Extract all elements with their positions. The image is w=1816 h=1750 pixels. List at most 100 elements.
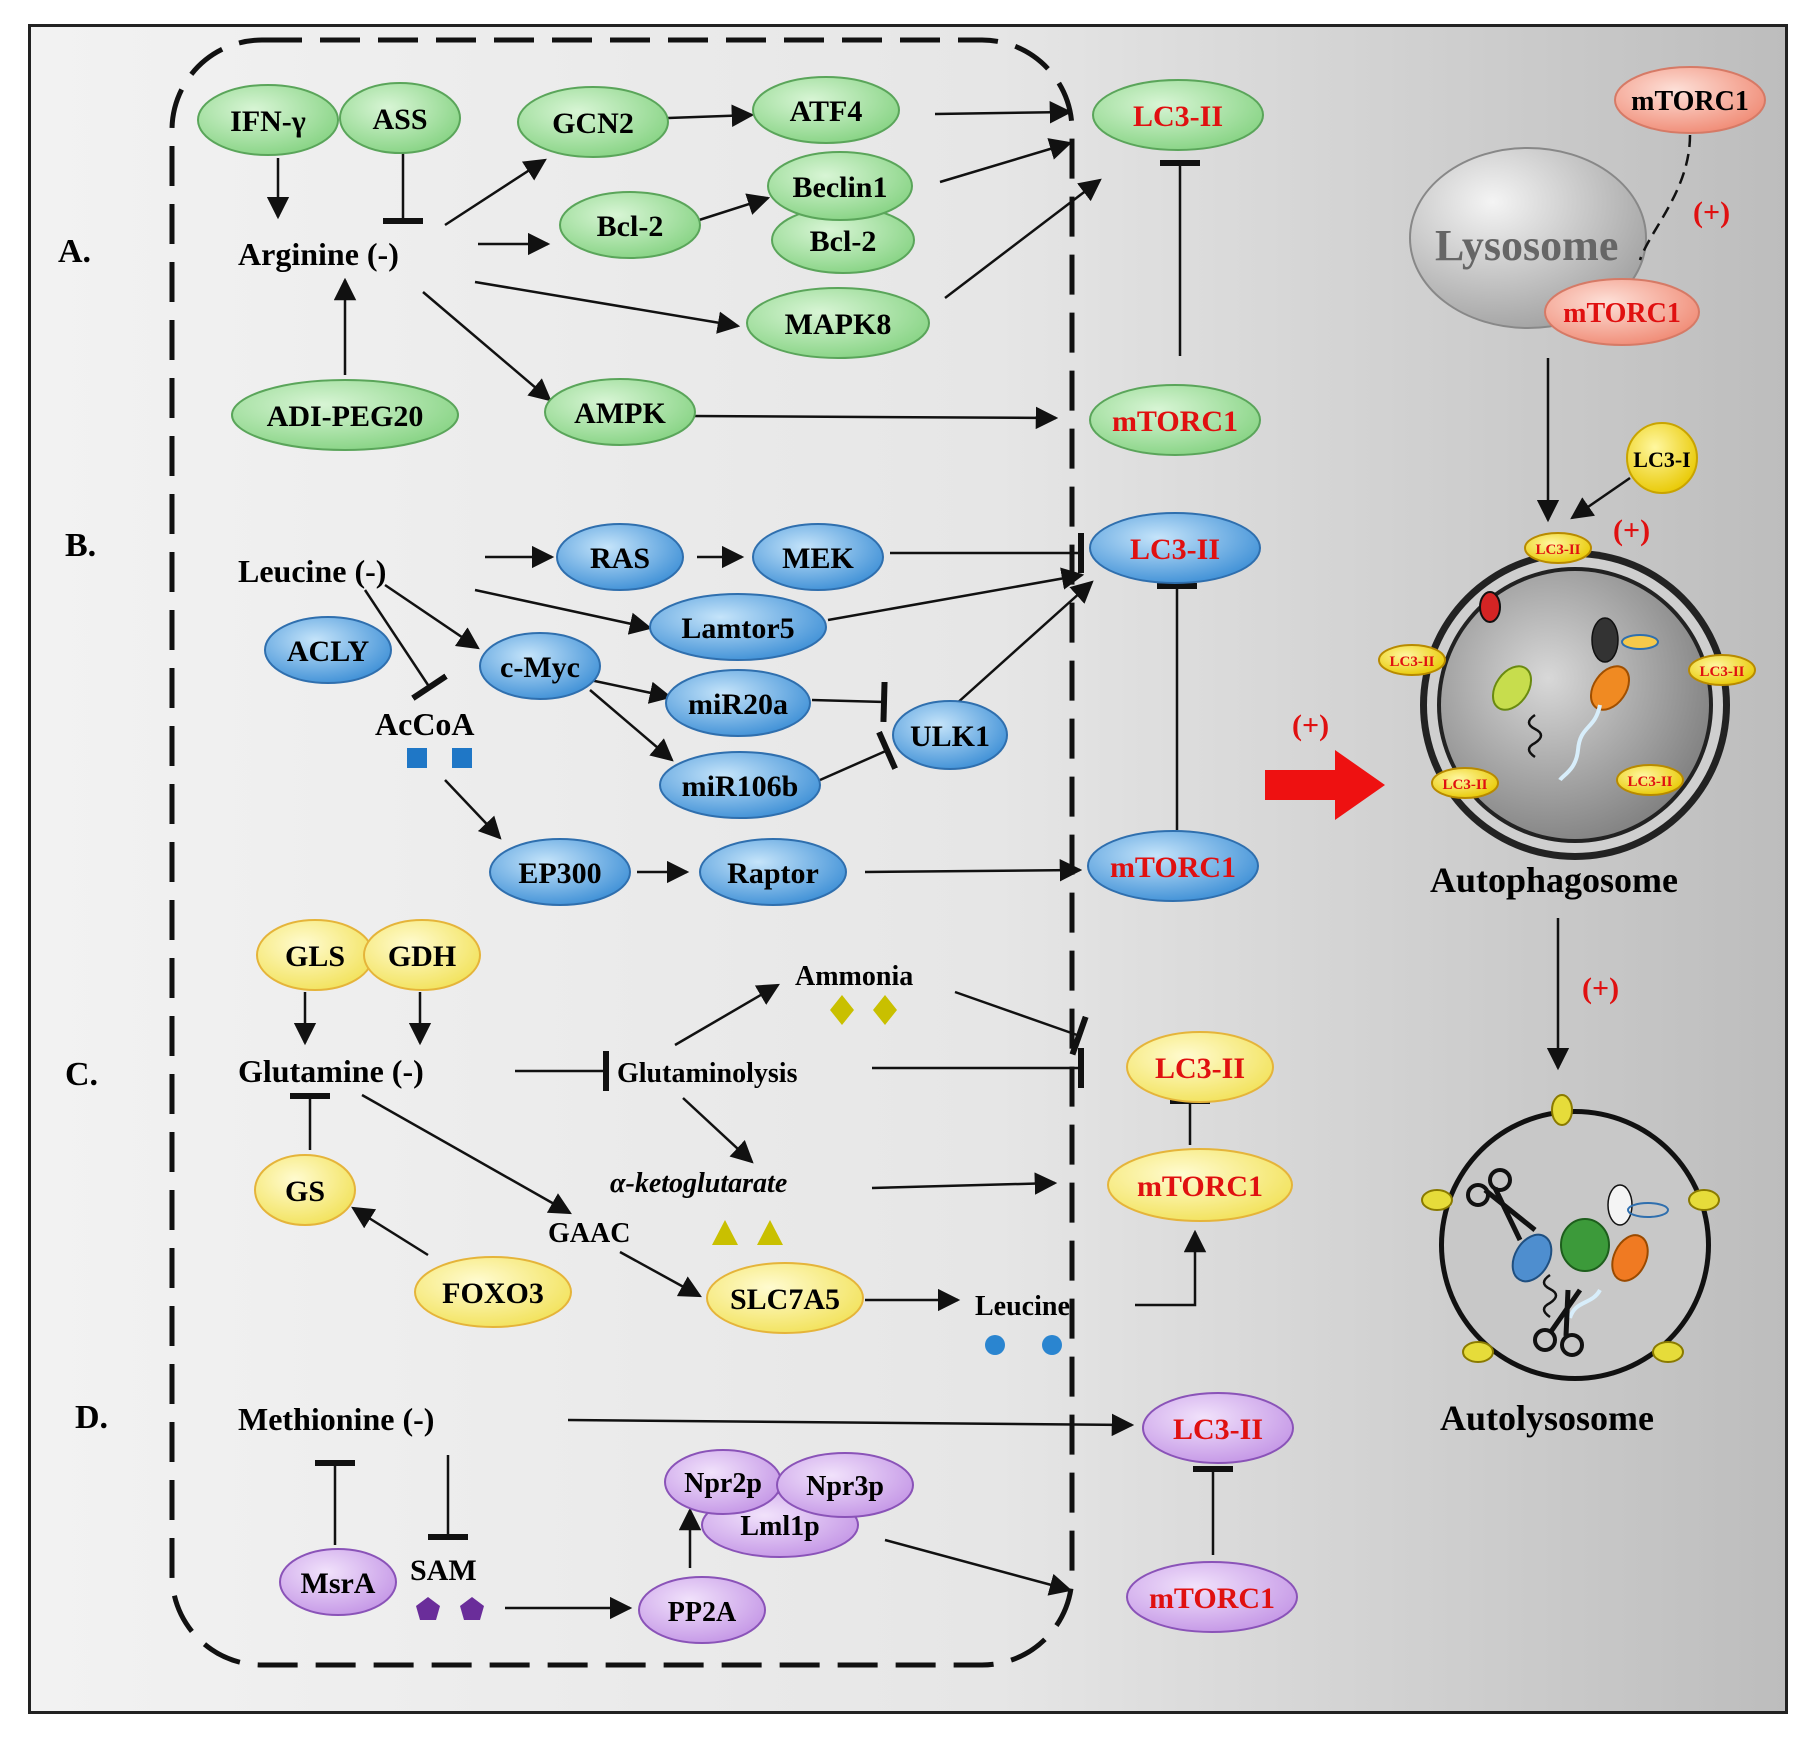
big-red-arrow-icon [1265, 750, 1385, 820]
node-mtorc1-c: mTORC1 [1137, 1170, 1263, 1203]
node-ass: ASS [372, 103, 427, 136]
section-label-b: B. [65, 527, 96, 564]
dashed-recruit-line [1638, 134, 1692, 261]
protein-strand-2-icon [1568, 1288, 1602, 1319]
node-mtorc1-lysosome: mTORC1 [1563, 298, 1681, 329]
node-gcn2: GCN2 [552, 107, 634, 140]
sam-pentagon-icon [416, 1597, 440, 1620]
node-bcl2-b: Bcl-2 [810, 225, 877, 258]
lc3-ii-badge-icon [1616, 764, 1684, 796]
scissors-icon [1466, 1168, 1537, 1242]
leucine-dot-icon [985, 1335, 1005, 1355]
node-pp2a: PP2A [668, 1597, 737, 1628]
rna-squiggle-icon [1527, 713, 1543, 759]
right-panel: Lysosome mTORC1 (+) mTORC1 LC3-I (+) LC3… [1265, 66, 1766, 1438]
text-glutaminolysis: Glutaminolysis [617, 1058, 798, 1089]
node-slc7a5: SLC7A5 [730, 1283, 840, 1316]
text-leucine: Leucine (-) [238, 553, 386, 589]
text-ammonia: Ammonia [795, 961, 913, 992]
cell-boundary [169, 37, 1075, 1668]
text-autolysosome: Autolysosome [1440, 1398, 1654, 1438]
text-plus-3: (+) [1582, 972, 1619, 1005]
node-ampk: AMPK [574, 397, 666, 430]
text-sam: SAM [410, 1554, 477, 1587]
text-lc3-i: LC3-I [1633, 447, 1690, 472]
node-mtorc1-d: mTORC1 [1149, 1582, 1275, 1615]
node-beclin1: Beclin1 [793, 171, 888, 204]
section-a: IFN-γ ASS GCN2 ATF4 Bcl-2 Bcl-2 Beclin1 … [197, 76, 1264, 456]
text-leucine-c: Leucine [975, 1291, 1070, 1322]
text-accoa: AcCoA [375, 706, 475, 742]
text-gaac: GAAC [548, 1218, 630, 1249]
node-ifn-gamma: IFN-γ [230, 105, 306, 138]
text-alpha-ketoglutarate: α-ketoglutarate [610, 1168, 787, 1199]
node-raptor: Raptor [727, 857, 819, 890]
node-gls: GLS [285, 940, 345, 973]
node-msra: MsrA [301, 1567, 376, 1600]
node-ep300: EP300 [518, 857, 601, 890]
section-d: MsrA PP2A Lml1p Npr2p Npr3p LC3-II mTORC… [238, 1392, 1298, 1644]
section-c: GLS GDH GS FOXO3 SLC7A5 LC3-II mTORC1 Gl… [238, 919, 1293, 1355]
organelle-ring-icon [1621, 634, 1659, 650]
node-acly: ACLY [287, 635, 370, 668]
autolysosome-marker-icon [1462, 1341, 1494, 1363]
node-lc3-ii-a: LC3-II [1133, 100, 1223, 133]
node-lamtor5: Lamtor5 [681, 612, 794, 645]
mitochondrion-blue-icon [1511, 1233, 1553, 1283]
accoa-square-icon [407, 748, 427, 768]
scissors-icon [1533, 1288, 1584, 1357]
text-lc3-ii-badge: LC3-II [1699, 664, 1744, 680]
node-mir106b: miR106b [682, 770, 799, 803]
aggregate-green-icon [1560, 1218, 1610, 1272]
node-mapk8: MAPK8 [785, 308, 892, 341]
leucine-dot-icon [1042, 1335, 1062, 1355]
node-gdh: GDH [388, 940, 456, 973]
node-mtorc1-a: mTORC1 [1112, 405, 1238, 438]
figure-frame [28, 24, 1788, 1714]
sam-pentagon-icon [460, 1597, 484, 1620]
text-plus-1: (+) [1693, 196, 1730, 229]
text-plus-arrow: (+) [1292, 709, 1329, 742]
node-lc3-ii-b: LC3-II [1130, 533, 1220, 566]
node-foxo3: FOXO3 [442, 1277, 544, 1310]
lc3-ii-badge-icon [1431, 767, 1499, 799]
text-lc3-ii-badge: LC3-II [1535, 542, 1580, 558]
node-lc3-ii-d: LC3-II [1173, 1413, 1263, 1446]
node-atf4: ATF4 [790, 95, 863, 128]
node-mtorc1-b: mTORC1 [1110, 851, 1236, 884]
mitochondrion-orange-2-icon [1611, 1234, 1649, 1282]
autolysosome-marker-icon [1421, 1189, 1453, 1211]
lc3-i-icon [1626, 422, 1698, 494]
text-lc3-ii-badge: LC3-II [1389, 654, 1434, 670]
organelle-white-icon [1607, 1184, 1633, 1226]
node-mek: MEK [782, 542, 854, 575]
organelle-ring-2-icon [1627, 1202, 1669, 1218]
node-lml1p: Lml1p [740, 1511, 819, 1542]
text-arginine: Arginine (-) [238, 236, 399, 272]
autolysosome-marker-icon [1688, 1189, 1720, 1211]
text-plus-2: (+) [1613, 514, 1650, 547]
lc3-ii-badge-icon [1524, 532, 1592, 564]
accoa-square-icon [452, 748, 472, 768]
mitochondrion-green-icon [1491, 665, 1533, 711]
text-lc3-ii-badge: LC3-II [1442, 777, 1487, 793]
node-mtorc1-top: mTORC1 [1631, 86, 1749, 117]
text-methionine: Methionine (-) [238, 1401, 434, 1437]
node-c-myc: c-Myc [500, 651, 580, 684]
ammonia-diamond-icon [830, 995, 854, 1025]
lc3-ii-badge-icon [1688, 654, 1756, 686]
lc3-ii-badge-icon [1378, 644, 1446, 676]
node-bcl2-a: Bcl-2 [597, 210, 664, 243]
section-label-a: A. [58, 233, 91, 270]
node-ras: RAS [590, 542, 650, 575]
mitochondrion-orange-icon [1589, 665, 1631, 711]
section-label-c: C. [65, 1056, 98, 1093]
text-lysosome: Lysosome [1435, 221, 1618, 270]
section-label-d: D. [75, 1399, 108, 1436]
organelle-dark-icon [1591, 617, 1619, 663]
autolysosome-marker-icon [1551, 1094, 1573, 1126]
node-ulk1: ULK1 [910, 720, 990, 753]
autolysosome-marker-icon [1652, 1341, 1684, 1363]
text-lc3-ii-badge: LC3-II [1627, 774, 1672, 790]
protein-strand-icon [1558, 704, 1602, 782]
